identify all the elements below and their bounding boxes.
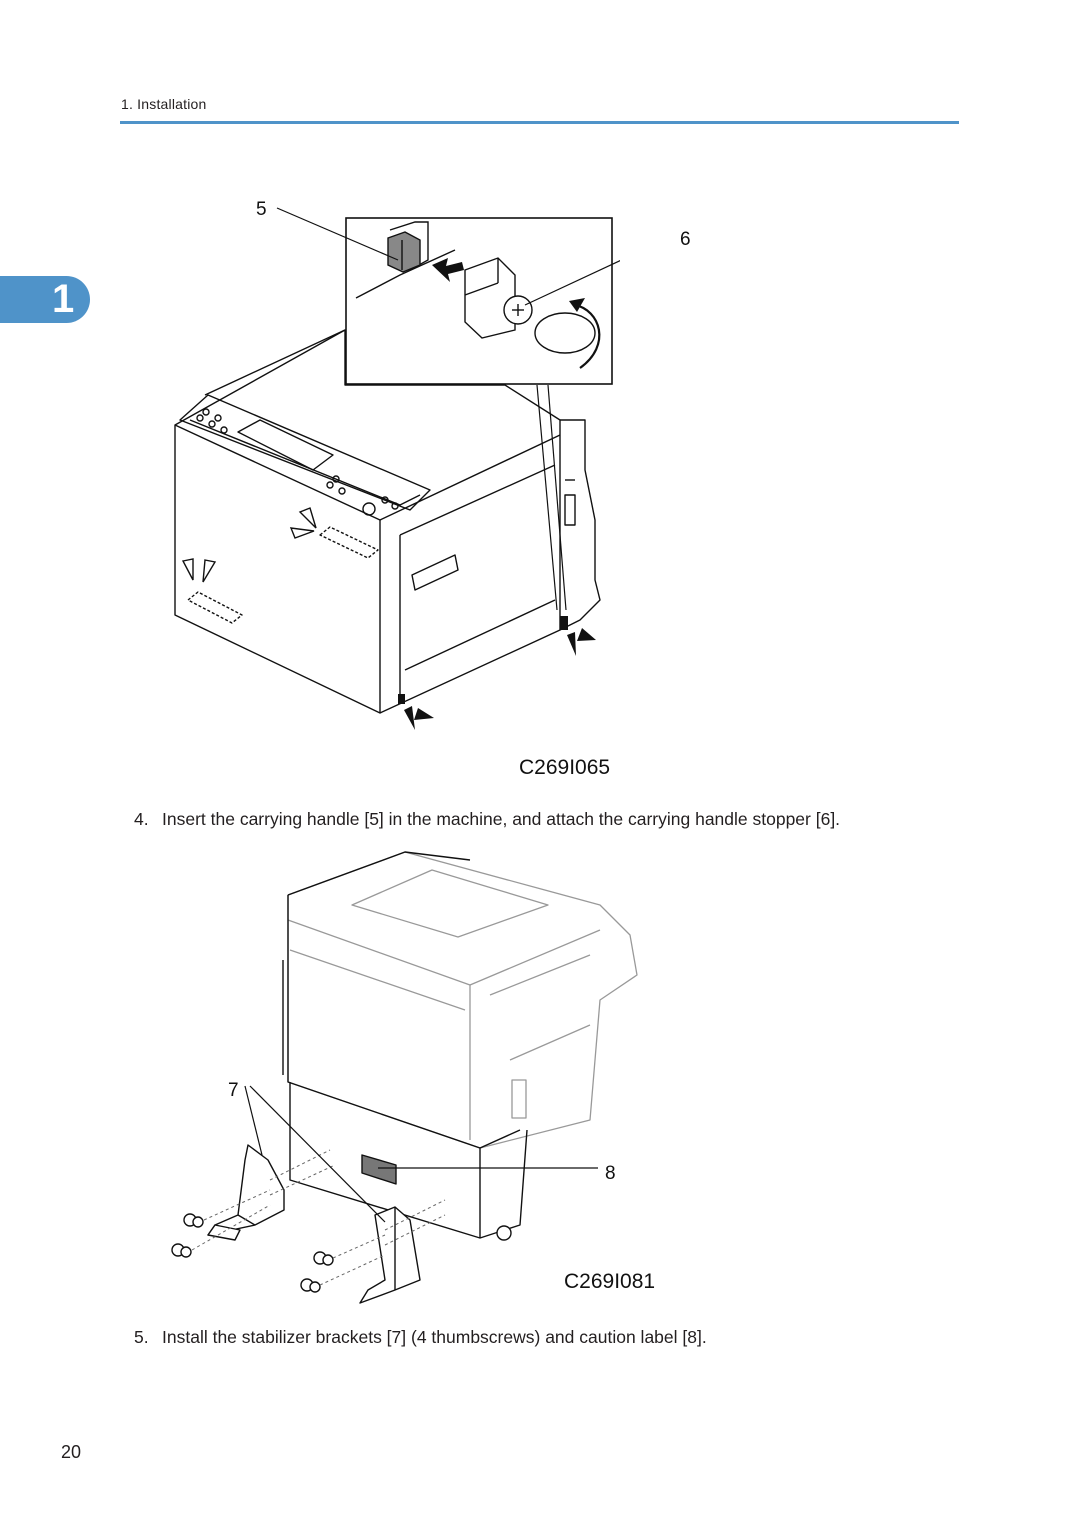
running-header: 1. Installation: [121, 96, 207, 112]
step-5: 5. Install the stabilizer brackets [7] (4…: [134, 1326, 707, 1348]
figure-carrying-handle: [160, 195, 620, 740]
step-number: 4.: [134, 809, 149, 829]
header-rule: [120, 121, 959, 124]
carrying-handle-illustration: [174, 207, 620, 730]
callout-7: 7: [228, 1080, 239, 1101]
figure-code-2: C269I081: [564, 1270, 656, 1293]
callout-6: 6: [680, 229, 691, 250]
callout-8: 8: [605, 1163, 616, 1184]
chapter-tab: 1: [0, 276, 90, 323]
stabilizer-illustration: [171, 851, 638, 1304]
step-number: 5.: [134, 1327, 149, 1347]
figure-code-1: C269I065: [519, 756, 611, 779]
chapter-number: 1: [52, 277, 75, 321]
figure-stabilizer-brackets: [160, 845, 650, 1310]
page-number: 20: [61, 1442, 82, 1462]
step-text: Install the stabilizer brackets [7] (4 t…: [162, 1327, 707, 1347]
step-4: 4. Insert the carrying handle [5] in the …: [134, 808, 840, 830]
step-text: Insert the carrying handle [5] in the ma…: [162, 809, 841, 829]
callout-5: 5: [256, 199, 267, 220]
